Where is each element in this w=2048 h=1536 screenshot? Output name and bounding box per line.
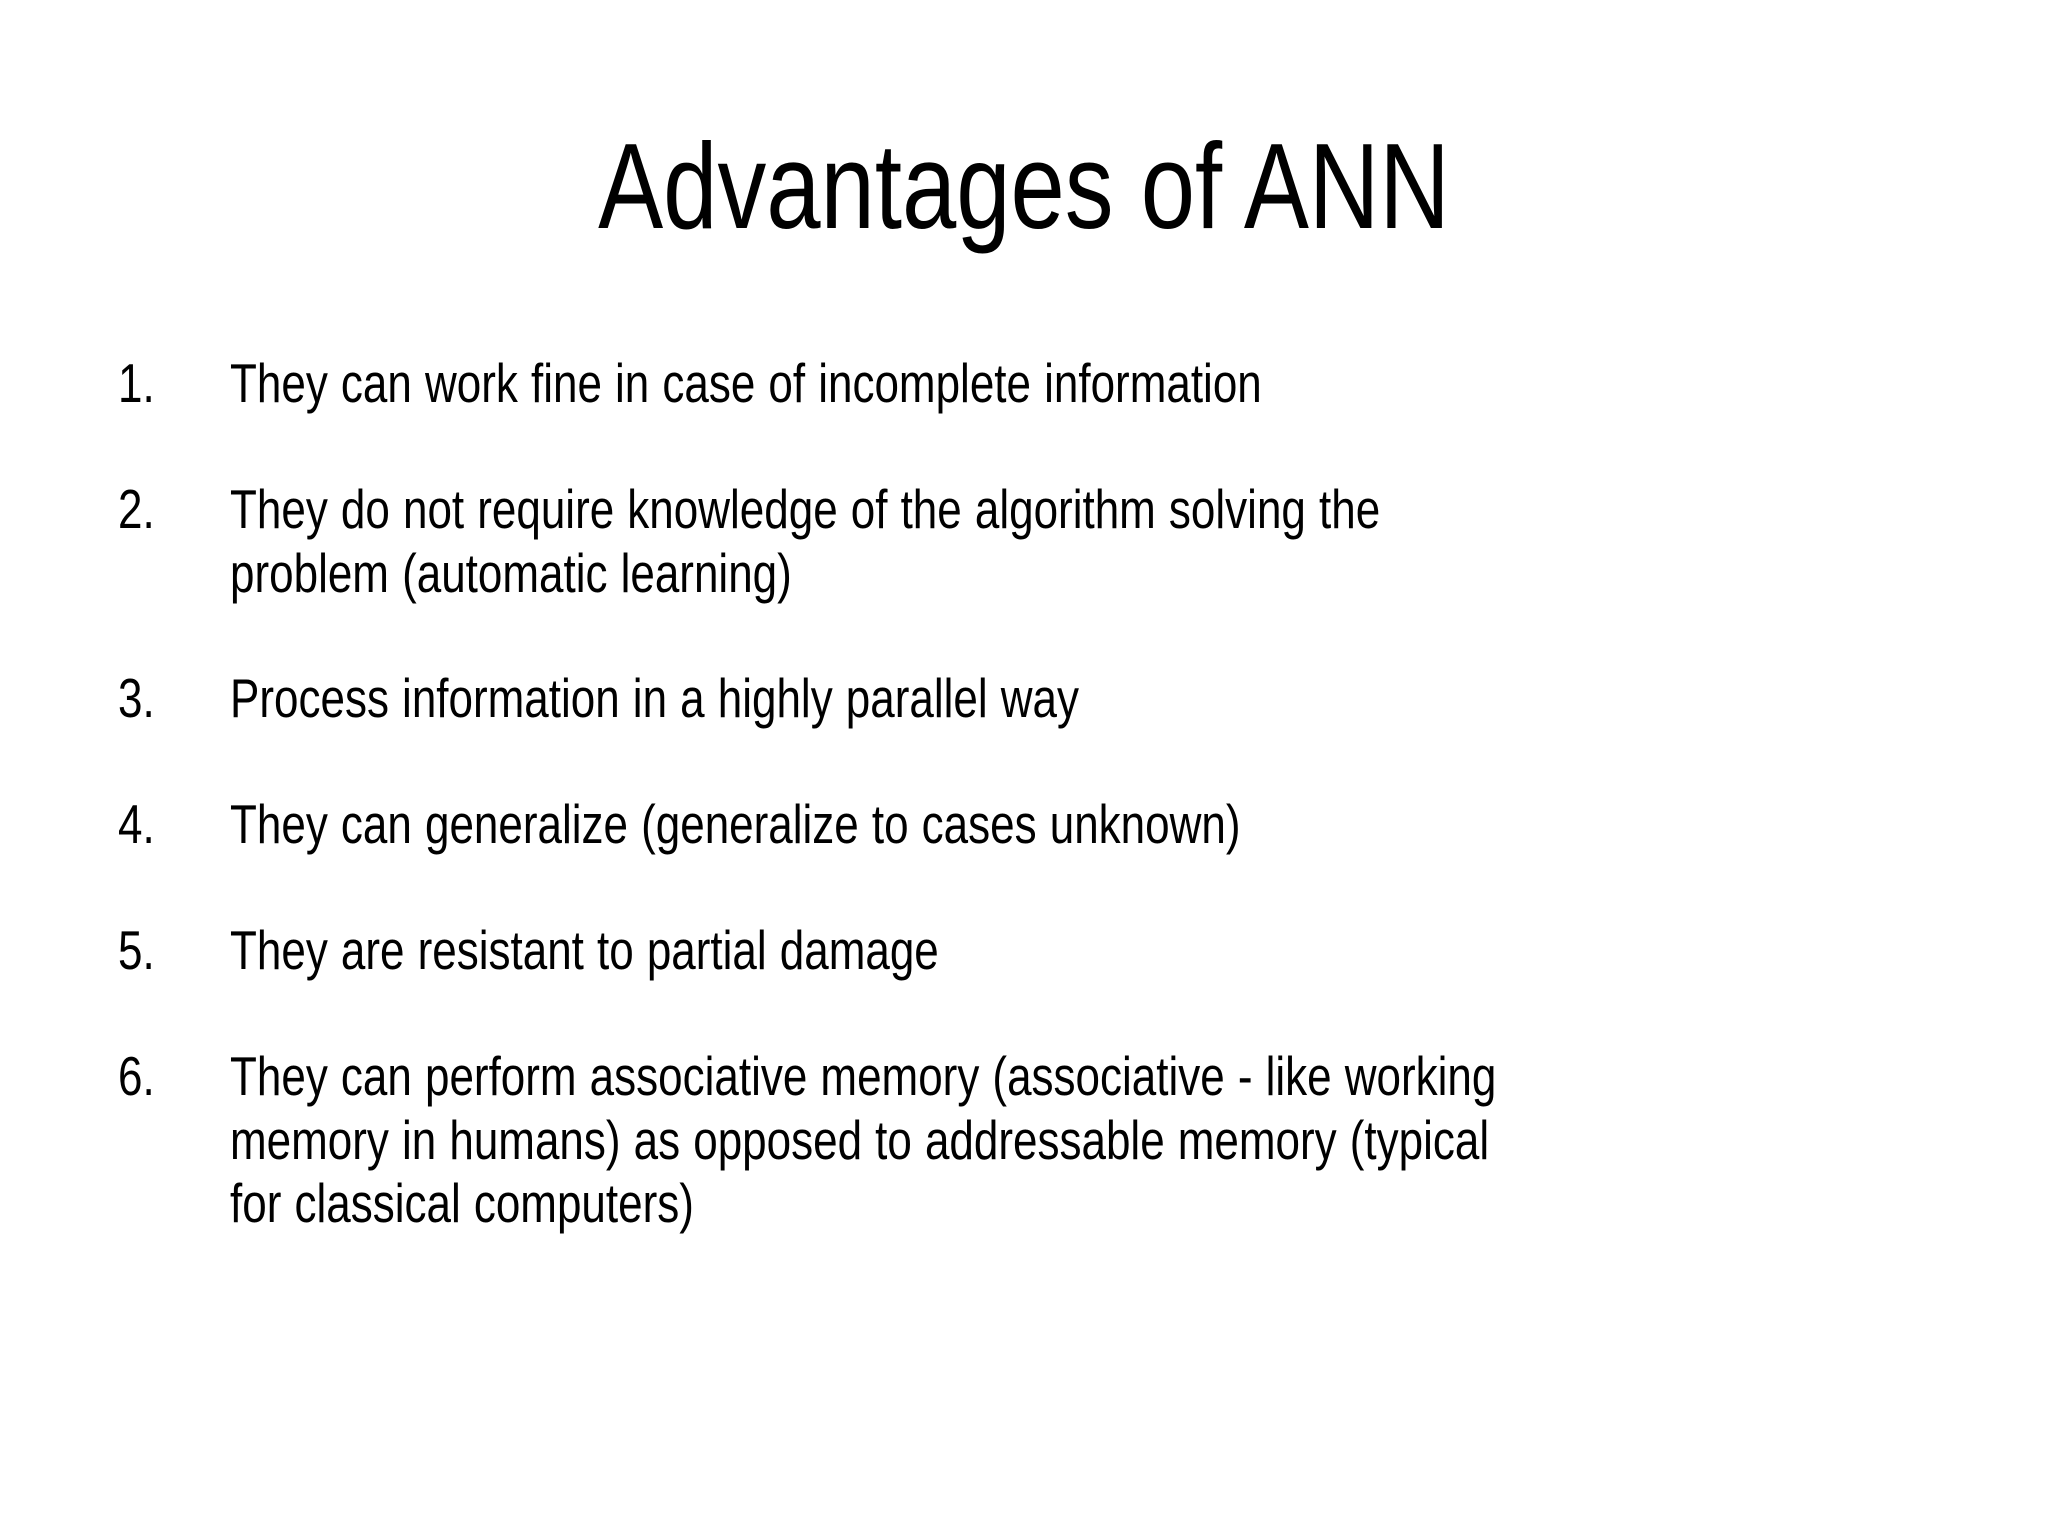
list-item: 5. They are resistant to partial damage [118, 919, 1918, 983]
list-item-line: memory in humans) as opposed to addressa… [230, 1108, 1490, 1171]
list-item-text: They are resistant to partial damage [230, 919, 1580, 983]
list-item-line: problem (automatic learning) [230, 541, 792, 604]
list-item-number: 1. [118, 352, 155, 414]
list-item-line: They can perform associative memory (ass… [230, 1044, 1497, 1107]
list-item: 6. They can perform associative memory (… [118, 1045, 1918, 1236]
list-item-text: They can generalize (generalize to cases… [230, 793, 1580, 857]
list-item-number: 6. [118, 1044, 155, 1107]
list-item-text: They can perform associative memory (ass… [230, 1045, 1580, 1236]
list-item-line: They do not require knowledge of the alg… [230, 477, 1381, 540]
list-item-line: Process information in a highly parallel… [230, 667, 1080, 730]
list-item-text: They can work fine in case of incomplete… [230, 352, 1580, 416]
numbered-list: 1. They can work fine in case of incompl… [118, 352, 1918, 1236]
list-item-line: They can work fine in case of incomplete… [230, 352, 1262, 414]
list-item-number: 2. [118, 477, 155, 540]
list-item-line: They can generalize (generalize to cases… [230, 793, 1241, 856]
list-item-number: 4. [118, 793, 155, 856]
list-item: 2. They do not require knowledge of the … [118, 478, 1918, 606]
list-item-line: for classical computers) [230, 1172, 694, 1235]
list-item-text: Process information in a highly parallel… [230, 667, 1580, 731]
list-item: 1. They can work fine in case of incompl… [118, 352, 1918, 416]
page-title: Advantages of ANN [598, 118, 1450, 254]
list-item-number: 5. [118, 918, 155, 981]
list-item-text: They do not require knowledge of the alg… [230, 478, 1580, 606]
list-item: 4. They can generalize (generalize to ca… [118, 793, 1918, 857]
list-item-line: They are resistant to partial damage [230, 918, 939, 981]
list-item-number: 3. [118, 667, 155, 730]
list-item: 3. Process information in a highly paral… [118, 667, 1918, 731]
